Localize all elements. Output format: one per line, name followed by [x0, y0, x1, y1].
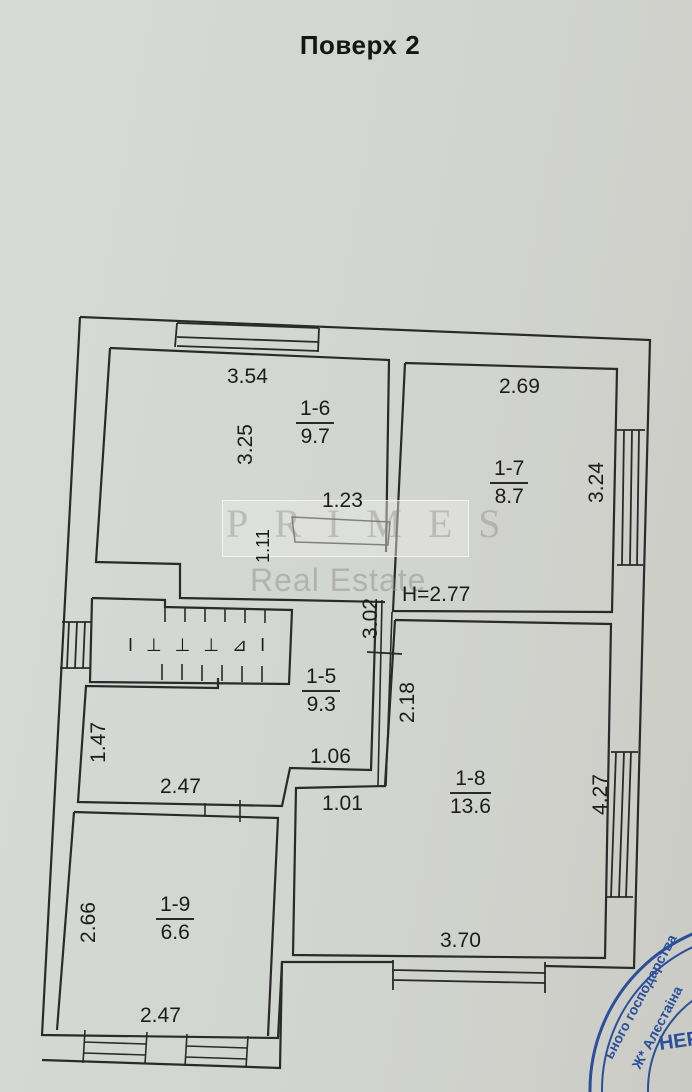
- window-bottom-right: [392, 960, 546, 993]
- dim-1-01: 1.01: [322, 792, 363, 815]
- window-bottom-left: [82, 1029, 249, 1069]
- room-1-9-wall: [55, 810, 280, 1037]
- hall-partition: [291, 516, 391, 546]
- outer-wall: [40, 315, 652, 1040]
- watermark-text: Real Estate: [250, 562, 427, 598]
- room-area: 6.6: [160, 921, 190, 945]
- ceiling-height: H=2.77: [402, 583, 471, 606]
- door-tick: [366, 651, 403, 655]
- dim-2-18: 2.18: [395, 682, 419, 723]
- room-number: 1-8: [450, 767, 491, 795]
- watermark-box: [222, 500, 469, 557]
- room-1-7-label: 1-7 8.7: [490, 457, 529, 509]
- room-area: 9.7: [300, 425, 330, 449]
- room-number: 1-7: [490, 457, 529, 485]
- dim-1-47: 1.47: [86, 722, 110, 763]
- stair-markings: I ⊥ ⊥ ⊥ ⊿ I: [128, 635, 270, 655]
- room-1-6-label: 1-6 9.7: [296, 397, 335, 449]
- room-number: 1-5: [302, 665, 341, 693]
- room-1-9-door: [204, 800, 241, 822]
- window-top: [174, 322, 320, 353]
- dim-2-47-room-1-9: 2.47: [140, 1004, 181, 1027]
- dim-1-06: 1.06: [310, 745, 351, 768]
- dim-room-1-7-height: 3.24: [584, 462, 608, 503]
- room-number: 1-9: [156, 893, 195, 921]
- room-1-7-wall: [391, 361, 619, 614]
- dim-2-66: 2.66: [76, 902, 100, 943]
- dim-room-1-6-width: 3.54: [227, 365, 268, 388]
- room-area: 13.6: [450, 795, 491, 819]
- room-area: 9.3: [306, 693, 336, 717]
- official-stamp: [588, 932, 692, 1092]
- room-1-8-wall: [291, 618, 613, 960]
- stamp-fragment: НЕР: [658, 1027, 692, 1055]
- room-1-9-label: 1-9 6.6: [156, 893, 195, 945]
- room-number: 1-6: [296, 397, 335, 425]
- dim-1-23: 1.23: [322, 489, 363, 512]
- floor-title: Поверх 2: [299, 30, 421, 60]
- room-1-5-wall: [76, 603, 378, 808]
- outer-wall-bottom: [41, 961, 284, 1070]
- room-1-5-label: 1-5 9.3: [302, 665, 341, 717]
- dim-room-1-7-width: 2.69: [499, 375, 540, 398]
- watermark-logo: PRIMES: [226, 501, 527, 546]
- window-right-top: [617, 429, 645, 566]
- staircase: [88, 596, 294, 686]
- room-area: 8.7: [494, 485, 524, 509]
- window-right-bottom: [605, 751, 638, 898]
- dim-2-47-corridor: 2.47: [160, 775, 201, 798]
- corridor-line: [289, 598, 386, 604]
- dim-3-70: 3.70: [440, 929, 481, 952]
- room-1-6-wall: [94, 346, 391, 602]
- dim-3-02: 3.02: [358, 598, 382, 639]
- corridor-line-2: [377, 599, 393, 787]
- room-1-8-label: 1-8 13.6: [450, 767, 491, 819]
- dim-4-27: 4.27: [588, 774, 612, 815]
- dim-room-1-6-height: 3.25: [233, 424, 257, 465]
- stair-marks: [161, 608, 266, 682]
- dim-1-11: 1.11: [252, 529, 273, 563]
- window-left: [60, 621, 92, 669]
